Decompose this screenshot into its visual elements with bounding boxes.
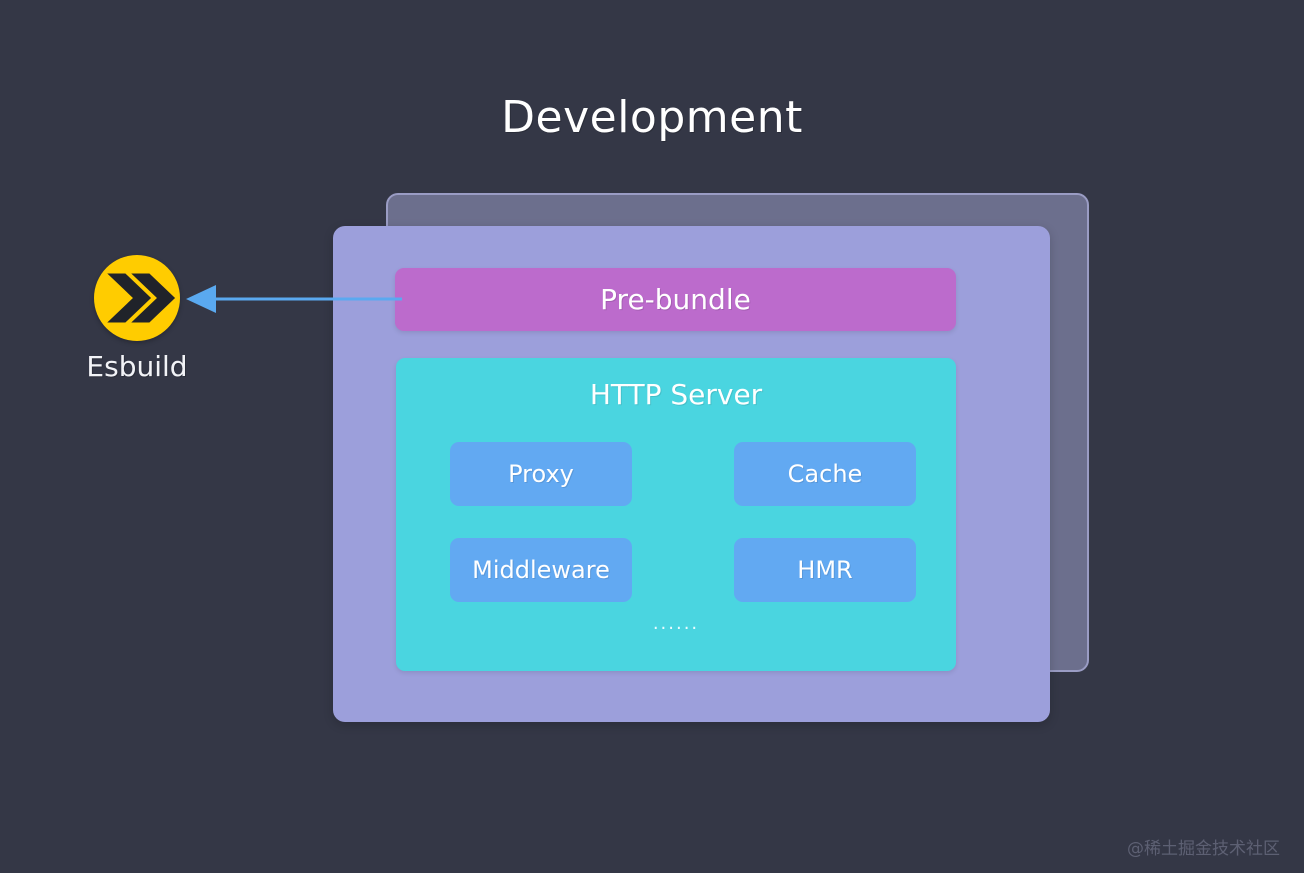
service-box-label: Middleware [472, 556, 610, 584]
arrow-prebundle-to-esbuild [186, 283, 402, 315]
page-title: Development [501, 92, 803, 143]
prebundle-label: Pre-bundle [600, 283, 751, 316]
service-ellipsis: ...... [652, 613, 700, 634]
arrow-icon [186, 285, 402, 313]
service-row: Middleware HMR [450, 538, 916, 602]
watermark: @稀土掘金技术社区 [1127, 839, 1280, 859]
service-box-label: Proxy [508, 460, 574, 488]
prebundle-box[interactable]: Pre-bundle [395, 268, 956, 331]
service-grid: Proxy Cache Middleware HMR [450, 442, 916, 634]
esbuild-label: Esbuild [86, 350, 188, 383]
http-server-title: HTTP Server [589, 378, 763, 411]
service-box-middleware[interactable]: Middleware [450, 538, 632, 602]
http-server-box[interactable]: HTTP Server Proxy Cache Middleware HMR [396, 358, 956, 671]
double-chevron-right-icon [107, 273, 176, 323]
panel-front-layer: Pre-bundle HTTP Server Proxy Cache Middl… [333, 226, 1050, 722]
service-box-hmr[interactable]: HMR [734, 538, 916, 602]
service-box-label: Cache [787, 460, 863, 488]
service-box-proxy[interactable]: Proxy [450, 442, 632, 506]
service-box-cache[interactable]: Cache [734, 442, 916, 506]
esbuild-node[interactable]: Esbuild [86, 255, 194, 385]
service-box-label: HMR [797, 556, 853, 584]
service-row: Proxy Cache [450, 442, 916, 506]
esbuild-logo[interactable] [94, 255, 180, 341]
